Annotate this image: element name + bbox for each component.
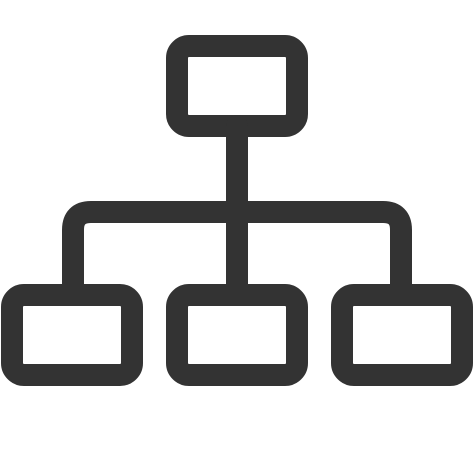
bottom-right-node-box [331, 284, 473, 386]
top-node-box [166, 35, 308, 137]
bottom-left-node-box [1, 284, 143, 386]
branch-connector [62, 201, 412, 306]
bottom-middle-node-box [166, 284, 308, 386]
